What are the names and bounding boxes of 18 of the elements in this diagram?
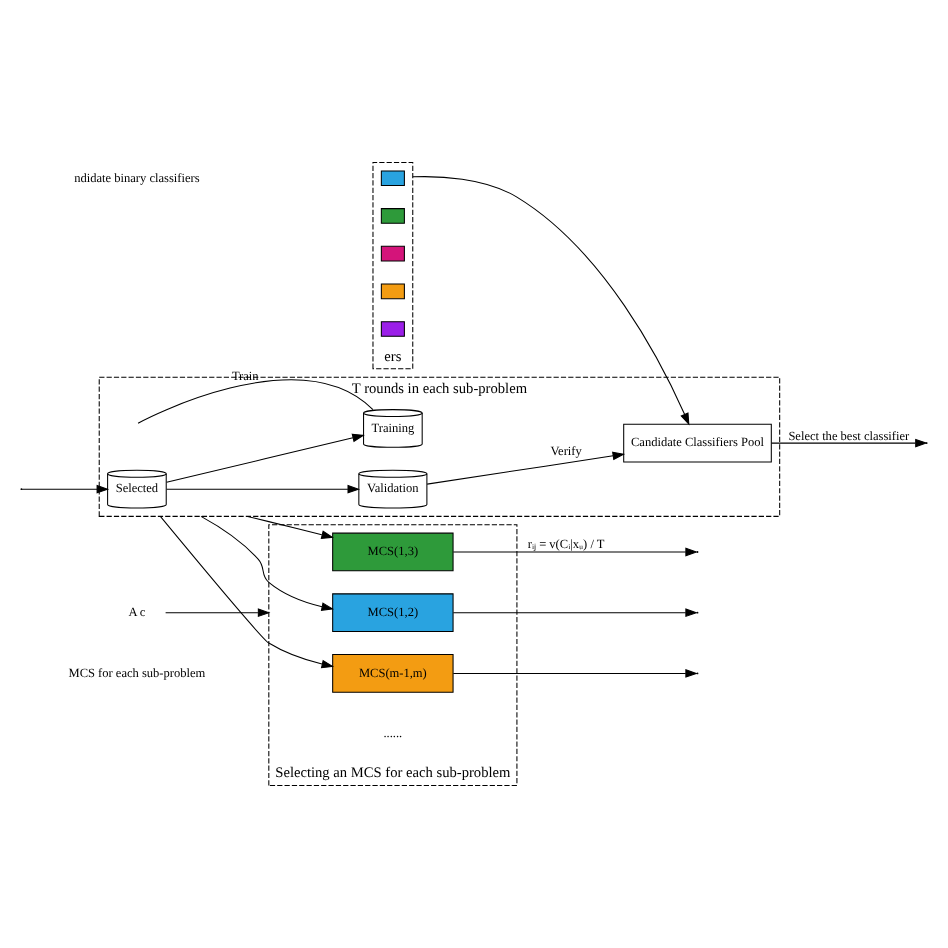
node-box xyxy=(380,170,405,187)
arrow xyxy=(166,484,361,494)
cluster: ers xyxy=(372,162,414,370)
arrow xyxy=(166,433,365,483)
connector xyxy=(137,379,374,424)
arrow xyxy=(21,484,110,494)
node-box xyxy=(380,208,405,224)
arrow xyxy=(159,515,335,669)
node-box xyxy=(380,321,405,337)
arrow xyxy=(247,515,334,539)
arrow xyxy=(426,451,626,485)
node-box xyxy=(380,283,405,300)
arrow xyxy=(412,176,690,426)
node-box xyxy=(380,245,405,262)
arrow xyxy=(165,608,271,618)
arrow xyxy=(452,547,698,557)
arrow xyxy=(200,515,335,611)
arrow xyxy=(771,438,928,448)
